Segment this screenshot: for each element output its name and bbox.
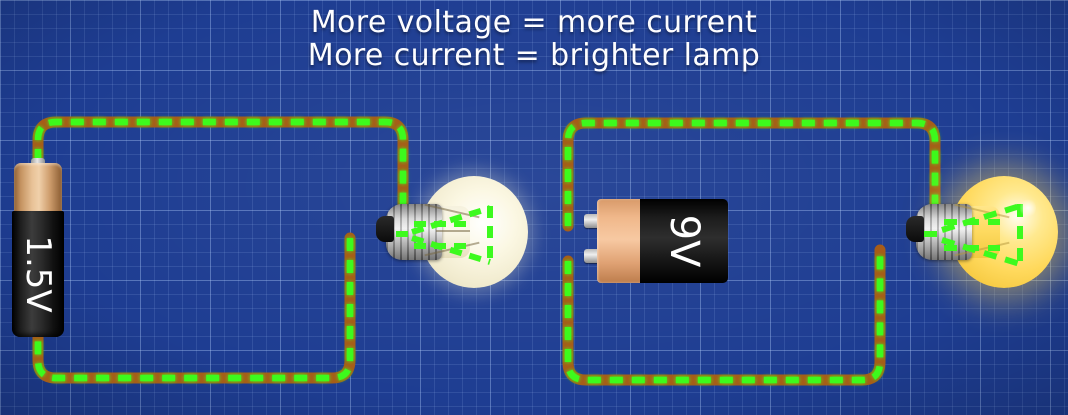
battery-cap <box>14 163 62 215</box>
caption-line-1: More voltage = more current <box>310 5 758 40</box>
bulb-filament <box>424 203 484 257</box>
caption-line-2: More current = brighter lamp <box>307 38 761 73</box>
bulb-contact-tip <box>906 216 924 242</box>
lamp-bright[interactable] <box>906 176 1058 288</box>
bulb-contact-tip <box>376 216 394 242</box>
lamp-dim[interactable] <box>376 176 528 288</box>
battery-9v-cap <box>597 199 642 283</box>
battery-aa-1-5v[interactable]: 1.5V <box>12 158 64 337</box>
battery-positive-terminal <box>31 158 45 167</box>
page-title: More voltage = more current More current… <box>0 6 1068 72</box>
lamp-dim-light-rays <box>396 205 493 265</box>
right-circuit-current-flow <box>564 119 939 384</box>
battery-9v-body: 9V <box>640 199 728 283</box>
lamp-bright-light-rays <box>924 203 1023 267</box>
battery-9v[interactable]: 9V <box>584 199 728 283</box>
left-circuit-current-flow <box>34 118 407 382</box>
battery-body: 1.5V <box>12 211 64 337</box>
battery-terminal-negative <box>584 249 600 263</box>
bulb-specular-highlight <box>1020 198 1036 218</box>
battery-terminal-positive <box>584 214 600 228</box>
battery-9v-voltage-label: 9V <box>661 214 707 268</box>
battery-voltage-label: 1.5V <box>18 235 58 313</box>
